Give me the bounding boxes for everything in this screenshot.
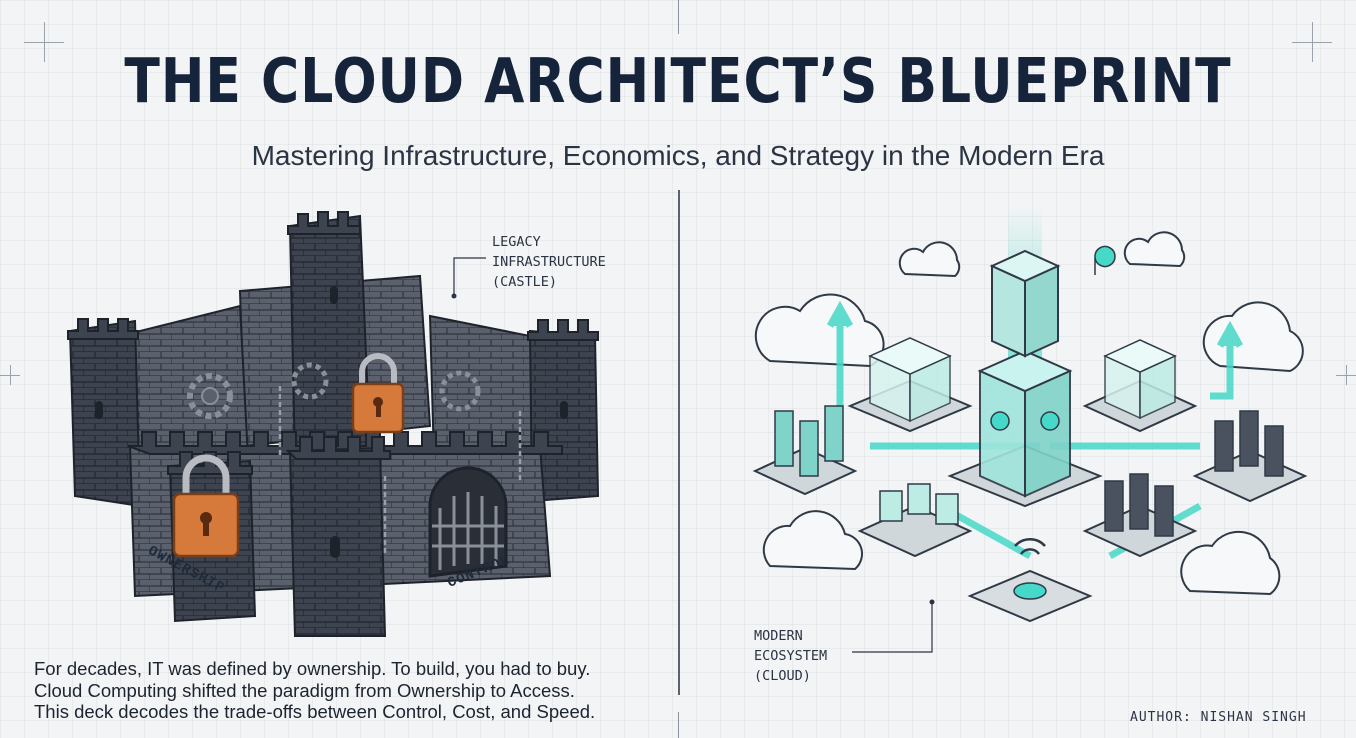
legacy-callout-leader <box>451 257 486 299</box>
castle-illustration <box>67 211 600 637</box>
central-server-tower <box>947 349 1103 508</box>
page-subtitle: Mastering Infrastructure, Economics, and… <box>251 140 1105 171</box>
intro-line: Cloud Computing shifted the paradigm fro… <box>34 679 575 701</box>
glass-cube-left <box>847 337 973 433</box>
server-rack-right <box>1192 410 1308 503</box>
author-credit: AUTHOR: NISHAN SINGH <box>1130 710 1307 725</box>
server-rack-bottom-right <box>1082 473 1198 558</box>
side-mark-right <box>1336 365 1356 385</box>
hub-device <box>967 537 1093 623</box>
lock-icon-large <box>172 454 240 558</box>
lock-icon-small <box>351 353 405 434</box>
intro-line: For decades, IT was defined by ownership… <box>34 658 591 679</box>
server-rack-left <box>752 405 858 496</box>
intro-paragraph: For decades, IT was defined by ownership… <box>34 658 654 723</box>
legacy-callout: LEGACY INFRASTRUCTURE (CASTLE) <box>492 234 606 290</box>
chain-icon <box>278 386 522 556</box>
corner-mark-top-left <box>24 22 64 62</box>
glass-cube-right <box>1082 339 1198 433</box>
corner-mark-top-right <box>1292 22 1332 62</box>
intro-line: This deck decodes the trade-offs between… <box>34 701 596 722</box>
upper-server-tower <box>989 249 1061 358</box>
page-title: THE CLOUD ARCHITECT’S BLUEPRINT <box>124 46 1232 118</box>
side-mark-left <box>0 365 20 385</box>
gear-icon <box>187 362 481 419</box>
divider-bottom-tick <box>678 712 679 738</box>
castle-gate <box>428 466 508 578</box>
modern-callout-leader <box>852 599 935 653</box>
glass-cube-bottom-left <box>857 483 973 558</box>
divider-top-tick <box>678 0 679 34</box>
center-divider <box>678 190 680 695</box>
cloud-ecosystem-illustration <box>752 206 1308 623</box>
castle-front-tower-center <box>285 436 391 637</box>
location-pin-icon <box>1094 245 1116 275</box>
modern-callout: MODERN ECOSYSTEM (CLOUD) <box>754 628 828 684</box>
